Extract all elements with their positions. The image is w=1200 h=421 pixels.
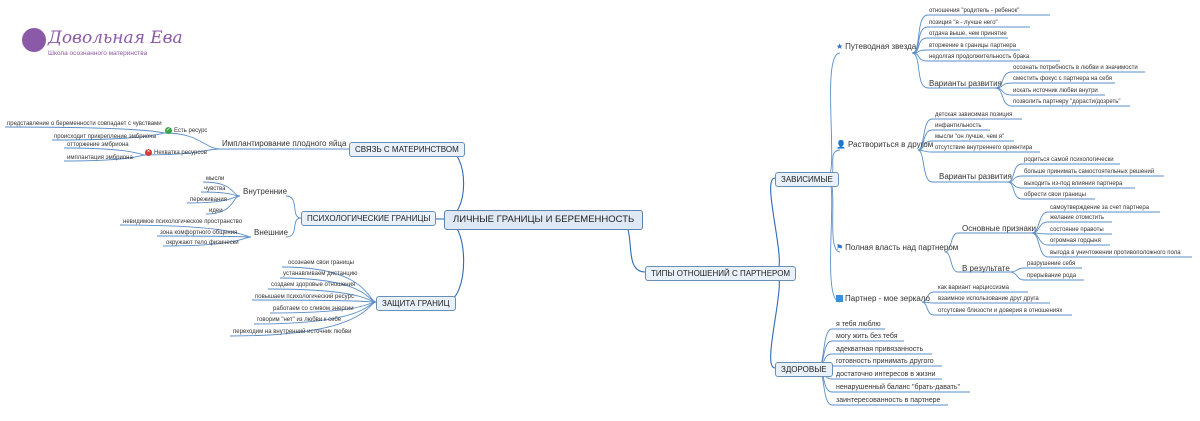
node-vnutrennie[interactable]: Внутренние (243, 187, 288, 196)
zerkalo-label: Партнер - мое зеркало (845, 294, 930, 303)
flag-icon: ⚑ (836, 243, 844, 252)
zdorov-item-4[interactable]: достаточно интересов в жизни (836, 371, 936, 378)
putevod-label: Путеводная звезда (845, 42, 917, 51)
nehvatka-item-1[interactable]: имплантация эмбриона (67, 155, 133, 161)
zdorov-item-0[interactable]: я тебя люблю (836, 321, 881, 328)
zashchita-item-2[interactable]: создаем здоровые отношения (271, 282, 356, 288)
branch-tipy[interactable]: ТИПЫ ОТНОШЕНИЙ С ПАРТНЕРОМ (645, 266, 797, 281)
mirror-icon (836, 295, 843, 303)
osnovnye-item-2[interactable]: состояние правоты (1050, 227, 1104, 233)
zdorov-item-5[interactable]: ненарушенный баланс "брать-давать" (836, 384, 960, 391)
vnesh-item-1[interactable]: зона комфортного общения (160, 230, 238, 236)
zashchita-item-0[interactable]: осознаем свои границы (288, 260, 354, 266)
zdorov-item-6[interactable]: заинтересованность в партнере (836, 397, 941, 404)
osnovnye-item-3[interactable]: огромная гордыня (1050, 238, 1101, 244)
star-icon: ★ (836, 42, 844, 51)
zerkalo-item-2[interactable]: отсутсвие близости и доверия в отношения… (938, 308, 1063, 314)
vnutr-item-2[interactable]: переживания (190, 197, 227, 203)
check-circle-icon: ✓ (165, 127, 172, 134)
rastvor-item-2[interactable]: мысли "он лучше, чем я" (935, 134, 1005, 140)
var1-item-3[interactable]: позволить партнеру "дорасти/дозреть" (1013, 99, 1121, 105)
vnutr-item-3[interactable]: идеи (209, 208, 223, 214)
node-est-resurs[interactable]: ✓Есть ресурс (165, 127, 207, 135)
est-item-0[interactable]: представление о беременности совпадает с… (7, 121, 162, 127)
zashchita-item-5[interactable]: говорим "нет" из любви к себе (257, 317, 342, 323)
node-vlast[interactable]: ⚑Полная власть над партнером (836, 243, 958, 253)
osnovnye-item-4[interactable]: выгода в уничтожении противоположного по… (1050, 250, 1181, 256)
putevod-item-0[interactable]: отношения "родитель - ребенок" (929, 8, 1020, 14)
logo-flower-icon (22, 28, 46, 52)
zerkalo-item-0[interactable]: как вариант нарциссизма (938, 285, 1009, 291)
est-item-1[interactable]: происходит прикрепление эмбриона (54, 134, 156, 140)
node-var1[interactable]: Варианты развития (929, 79, 1002, 88)
nehvatka-label: Нехватка ресурсов (154, 150, 207, 157)
vnesh-item-0[interactable]: невидимое психологическое пространство (123, 219, 243, 225)
node-vneshnie[interactable]: Внешние (254, 228, 288, 237)
var1-item-0[interactable]: осознать потребность в любви и значимост… (1013, 65, 1138, 71)
zdorov-item-3[interactable]: готовность принимать другого (836, 358, 934, 365)
node-putevod[interactable]: ★Путеводная звезда (836, 42, 916, 52)
cross-circle-icon: × (145, 149, 152, 156)
branch-svyaz[interactable]: СВЯЗЬ С МАТЕРИНСТВОМ (349, 142, 465, 157)
logo-subtitle: Школа осознанного материнства (48, 50, 148, 57)
est-resurs-label: Есть ресурс (174, 128, 208, 135)
rastvor-label: Раствориться в другом (847, 140, 934, 149)
rezultat-item-1[interactable]: прерывание рода (1027, 273, 1077, 279)
node-var2[interactable]: Варианты развития (939, 172, 1012, 181)
zashchita-item-1[interactable]: устанавливаем дистанцию (283, 271, 358, 277)
zdorov-item-2[interactable]: адекватная привязанность (836, 346, 924, 353)
osnovnye-item-0[interactable]: самоутверждение за счет партнера (1050, 205, 1150, 211)
node-zavisimye[interactable]: ЗАВИСИМЫЕ (775, 172, 839, 187)
putevod-item-2[interactable]: отдача выше, чем принятие (929, 31, 1007, 37)
var2-item-3[interactable]: обрести свои границы (1024, 192, 1086, 198)
zdorov-item-1[interactable]: могу жить без тебя (836, 333, 898, 340)
vnesh-item-2[interactable]: окружают тело физически (166, 240, 239, 246)
node-rastvor[interactable]: 👤Раствориться в другом (836, 140, 933, 150)
zerkalo-item-1[interactable]: взаимное использование друг друга (938, 296, 1039, 302)
zashchita-item-6[interactable]: переходим на внутренний источник любви (233, 329, 352, 335)
var2-item-1[interactable]: больше принимать самостоятельных решений (1024, 169, 1155, 175)
vnutr-item-1[interactable]: чувства (204, 186, 226, 192)
nehvatka-item-0[interactable]: отторжение эмбриона (67, 142, 129, 148)
node-zerkalo[interactable]: Партнер - мое зеркало (836, 294, 930, 304)
osnovnye-item-1[interactable]: желание отомстить (1050, 215, 1104, 221)
zashchita-item-3[interactable]: повышаем психологический ресурс (255, 294, 354, 300)
var2-item-0[interactable]: родиться самой психологически (1024, 157, 1114, 163)
node-nehvatka[interactable]: ×Нехватка ресурсов (145, 149, 207, 157)
vnutr-item-0[interactable]: мысли (206, 176, 225, 182)
rastvor-item-0[interactable]: детская зависимая позиция (935, 112, 1013, 118)
var1-item-1[interactable]: сместить фокус с партнера на себя (1013, 76, 1113, 82)
rezultat-item-0[interactable]: разрушение себя (1027, 261, 1076, 267)
node-rezultat[interactable]: В результате (962, 264, 1010, 273)
putevod-item-4[interactable]: недолгая продолжительность брака (929, 54, 1030, 60)
putevod-item-1[interactable]: позиция "я - лучше него" (929, 20, 998, 26)
zashchita-item-4[interactable]: работаем со сливом энергии (273, 306, 354, 312)
root-node[interactable]: ЛИЧНЫЕ ГРАНИЦЫ И БЕРЕМЕННОСТЬ (444, 210, 644, 230)
node-osnovnye[interactable]: Основные признаки (962, 224, 1036, 233)
person-icon: 👤 (836, 140, 846, 149)
branch-psy[interactable]: ПСИХОЛОГИЧЕСКИЕ ГРАНИЦЫ (301, 211, 437, 226)
putevod-item-3[interactable]: вторжение в границы партнера (929, 43, 1017, 49)
node-zdorovye[interactable]: ЗДОРОВЫЕ (775, 362, 833, 377)
var2-item-2[interactable]: выходить из-под влияния партнера (1024, 181, 1123, 187)
rastvor-item-1[interactable]: инфантильность (935, 123, 982, 129)
branch-zashchita[interactable]: ЗАЩИТА ГРАНИЦ (376, 296, 456, 311)
rastvor-item-3[interactable]: отсутствие внутреннего ориентира (935, 145, 1033, 151)
logo-title: Довольная Ева (48, 28, 183, 48)
var1-item-2[interactable]: искать источник любви внутри (1013, 88, 1098, 94)
vlast-label: Полная власть над партнером (845, 243, 959, 252)
node-implant[interactable]: Имплантирование плодного яйца (222, 139, 347, 148)
